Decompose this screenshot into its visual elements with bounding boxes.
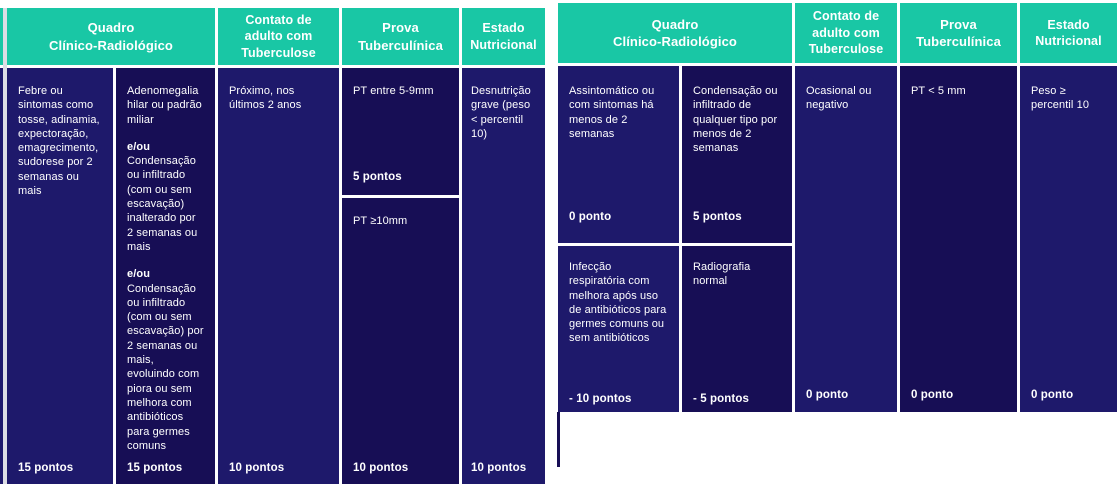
cell-peso-percentil-10: Peso ≥ percentil 10 0 ponto (1020, 66, 1117, 412)
points-label: - 10 pontos (569, 393, 632, 406)
cell-text: Ocasional ou negativo (806, 85, 872, 112)
cell-ocasional-negativo: Ocasional ou negativo 0 ponto (795, 66, 897, 412)
header-contato-adulto-tuberculose: Contato de adulto com Tuberculose (218, 8, 339, 65)
cell-text: Radiografia normal (693, 261, 751, 288)
cell-text: PT < 5 mm (911, 85, 966, 97)
header-estado-nutricional: Estado Nutricional (462, 8, 545, 65)
points-label: 15 pontos (18, 462, 74, 475)
points-label: 5 pontos (693, 211, 742, 224)
cell-pt-menor-5mm: PT < 5 mm 0 ponto (900, 66, 1017, 412)
cell-febre-sintomas: Febre ou sintomas como tosse, adinamia, … (7, 68, 113, 484)
cell-desnutricao-grave: Desnutrição grave (peso < percentil 10) … (462, 68, 545, 484)
cell-text: PT entre 5-9mm (353, 85, 434, 97)
right-bottom-sliver (557, 412, 560, 467)
cell-infeccao-respiratoria: Infecção respiratória com melhora após u… (558, 246, 679, 412)
left-edge-header-sliver (0, 8, 3, 65)
left-margin-strip (3, 8, 7, 484)
points-label: - 5 pontos (693, 393, 749, 406)
header-quadro-clinico-radiologico: Quadro Clínico-Radiológico (7, 8, 215, 65)
cell-text: Desnutrição grave (peso < percentil 10) (471, 85, 531, 140)
cell-text: Assintomático ou com sintomas há menos d… (569, 85, 655, 140)
cell-radiografia-normal: Radiografia normal - 5 pontos (682, 246, 792, 412)
points-label: 15 pontos (127, 462, 183, 475)
cell-assintomatico: Assintomático ou com sintomas há menos d… (558, 66, 679, 243)
cell-text: Próximo, nos últimos 2 anos (229, 85, 302, 112)
header-quadro-clinico-radiologico: Quadro Clínico-Radiológico (558, 3, 792, 63)
cell-text: PT ≥10mm (353, 215, 408, 227)
cell-text: Adenomegalia hilar ou padrão miliar (127, 85, 202, 126)
cell-proximo-ultimos-2-anos: Próximo, nos últimos 2 anos 10 pontos (218, 68, 339, 484)
cell-text: Peso ≥ percentil 10 (1031, 85, 1090, 112)
table-left-positive-points: Quadro Clínico-Radiológico Contato de ad… (7, 8, 545, 484)
header-estado-nutricional: Estado Nutricional (1020, 3, 1117, 63)
cell-text: Infecção respiratória com melhora após u… (569, 261, 667, 345)
points-label: 0 ponto (911, 389, 954, 402)
points-label: 0 ponto (569, 211, 612, 224)
cell-condensacao-qualquer-tipo: Condensação ou infiltrado de qualquer ti… (682, 66, 792, 243)
points-label: 0 ponto (806, 389, 849, 402)
header-prova-tuberculinica: Prova Tuberculínica (900, 3, 1017, 63)
left-edge-body-sliver (0, 68, 3, 484)
points-label: 10 pontos (353, 462, 409, 475)
cell-pt-entre-5-9mm: PT entre 5-9mm 5 pontos (342, 68, 459, 195)
cell-text: Condensação ou infiltrado (com ou sem es… (127, 282, 204, 452)
cell-text: Condensação ou infiltrado de qualquer ti… (693, 85, 778, 155)
e-ou-separator: e/ou (127, 140, 151, 153)
points-label: 10 pontos (229, 462, 285, 475)
cell-text: Febre ou sintomas como tosse, adinamia, … (18, 85, 100, 198)
points-label: 0 ponto (1031, 389, 1074, 402)
header-prova-tuberculinica: Prova Tuberculínica (342, 8, 459, 65)
cell-text: Condensação ou infiltrado (com ou sem es… (127, 155, 198, 253)
cell-adenomegalia-condensacao: Adenomegalia hilar ou padrão miliar e/ou… (116, 68, 215, 484)
points-label: 5 pontos (353, 171, 402, 184)
points-label: 10 pontos (471, 462, 527, 475)
table-right-negative-points: Quadro Clínico-Radiológico Contato de ad… (558, 3, 1117, 412)
header-contato-adulto-tuberculose: Contato de adulto com Tuberculose (795, 3, 897, 63)
cell-pt-maior-igual-10mm: PT ≥10mm 10 pontos (342, 198, 459, 484)
e-ou-separator: e/ou (127, 268, 151, 281)
